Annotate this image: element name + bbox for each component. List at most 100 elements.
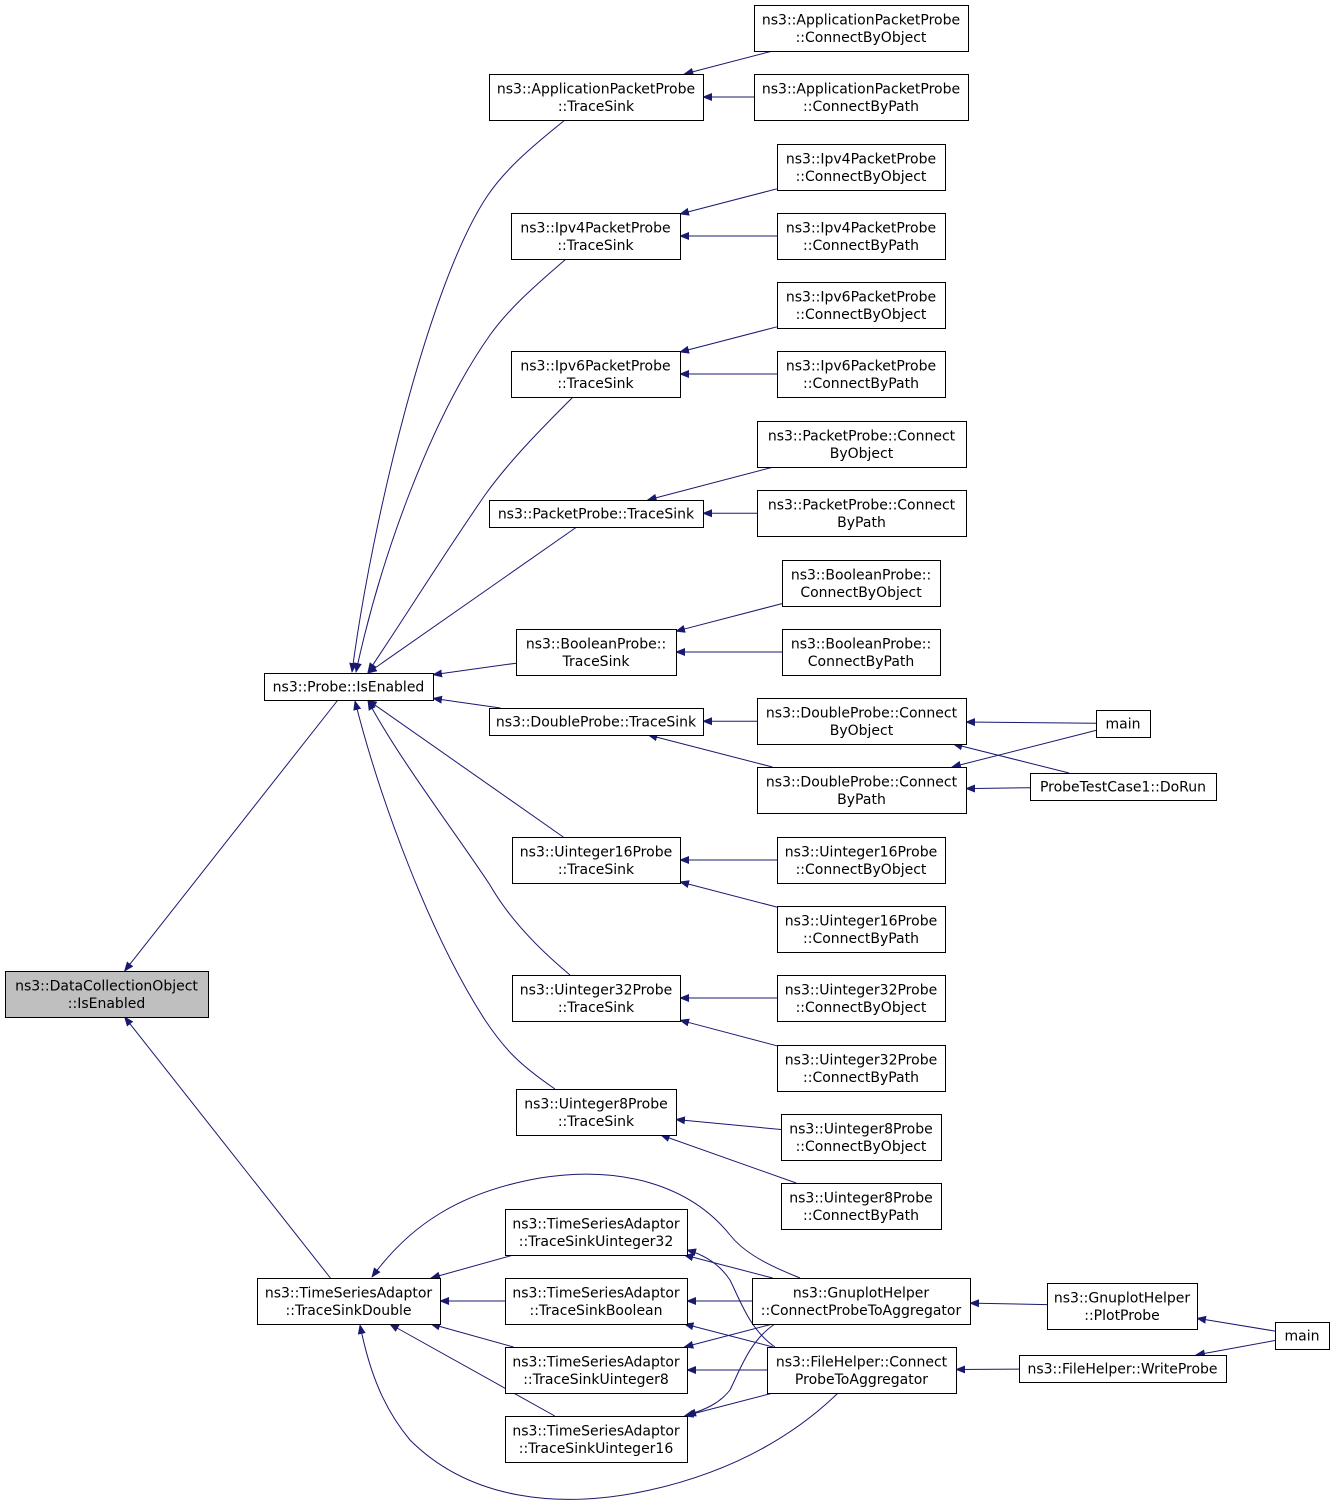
- node-box: [777, 351, 946, 398]
- edge-tsa_u16-to-tsa_tracesinkdouble: [388, 1323, 556, 1417]
- node-ipv4-tracesink[interactable]: ns3::Ipv4PacketProbe::TraceSink: [511, 213, 681, 260]
- edges-layer: [123, 50, 1276, 1500]
- node-u32-cbp[interactable]: ns3::Uinteger32Probe::ConnectByPath: [777, 1045, 946, 1092]
- edge-u8_cbo-to-u8_tracesink: [675, 1116, 782, 1130]
- node-file-writeprobe[interactable]: ns3::FileHelper::WriteProbe: [1019, 1355, 1227, 1383]
- node-box: [1019, 1355, 1227, 1383]
- node-double-cbo[interactable]: ns3::DoubleProbe::ConnectByObject: [757, 698, 967, 745]
- edge-ipv6_cbo-to-ipv6_tracesink: [679, 326, 778, 354]
- edge-u16_tracesink-to-probe_isenabled: [366, 699, 564, 838]
- node-tsa-u16[interactable]: ns3::TimeSeriesAdaptor::TraceSinkUintege…: [505, 1416, 688, 1463]
- node-label-line: ::PlotProbe: [1084, 1308, 1160, 1324]
- node-tsa-u8[interactable]: ns3::TimeSeriesAdaptor::TraceSinkUintege…: [505, 1347, 688, 1394]
- node-u16-cbo[interactable]: ns3::Uinteger16Probe::ConnectByObject: [777, 837, 946, 884]
- node-gnuplot-cpta[interactable]: ns3::GnuplotHelper::ConnectProbeToAggreg…: [752, 1278, 971, 1325]
- node-ipv4-cbo[interactable]: ns3::Ipv4PacketProbe::ConnectByObject: [777, 144, 946, 191]
- node-label-line: ::ConnectByObject: [796, 1000, 927, 1016]
- node-box: [777, 1045, 946, 1092]
- edge-gnuplot_cpta-to-tsa_u8: [683, 1323, 773, 1349]
- node-dco-isenabled[interactable]: ns3::DataCollectionObject::IsEnabled: [5, 971, 209, 1018]
- node-box: [489, 708, 704, 736]
- node-ipv4-cbp[interactable]: ns3::Ipv4PacketProbe::ConnectByPath: [777, 213, 946, 260]
- edge-u8_cbp-to-u8_tracesink: [659, 1134, 797, 1184]
- node-main1[interactable]: main: [1096, 710, 1151, 738]
- edge-bool_cbo-to-bool_tracesink: [675, 603, 783, 633]
- edge-tsa_tracesinkdouble-to-dco_isenabled: [123, 1016, 331, 1279]
- node-label-line: ns3::FileHelper::WriteProbe: [1027, 1362, 1217, 1378]
- node-label-line: ::ConnectByPath: [803, 99, 919, 115]
- node-packet-tracesink[interactable]: ns3::PacketProbe::TraceSink: [489, 500, 704, 528]
- node-label-line: ns3::ApplicationPacketProbe: [762, 12, 960, 28]
- node-box: [512, 837, 681, 884]
- edge-tsa_u8-to-tsa_tracesinkdouble: [430, 1322, 514, 1348]
- node-bool-cbo[interactable]: ns3::BooleanProbe::ConnectByObject: [782, 560, 941, 607]
- node-ipv6-cbp[interactable]: ns3::Ipv6PacketProbe::ConnectByPath: [777, 351, 946, 398]
- edge-u8_tracesink-to-probe_isenabled: [353, 700, 556, 1090]
- node-probe-isenabled[interactable]: ns3::Probe::IsEnabled: [264, 673, 434, 701]
- node-gnuplot-plotprobe[interactable]: ns3::GnuplotHelper::PlotProbe: [1047, 1283, 1198, 1330]
- edge-main2-to-file_writeprobe: [1194, 1340, 1276, 1358]
- node-box: [505, 1278, 688, 1325]
- node-u16-cbp[interactable]: ns3::Uinteger16Probe::ConnectByPath: [777, 906, 946, 953]
- edge-file_cpta-to-tsa_u16: [683, 1392, 774, 1418]
- node-label-line: ::ConnectByPath: [803, 238, 919, 254]
- node-label-line: ns3::Probe::IsEnabled: [273, 680, 425, 696]
- node-u32-tracesink[interactable]: ns3::Uinteger32Probe::TraceSink: [512, 975, 681, 1022]
- node-label-line: ByObject: [830, 446, 894, 462]
- node-bool-tracesink[interactable]: ns3::BooleanProbe::TraceSink: [516, 629, 677, 676]
- node-packet-cbo[interactable]: ns3::PacketProbe::ConnectByObject: [757, 421, 967, 468]
- node-label-line: ns3::DoubleProbe::TraceSink: [496, 715, 697, 731]
- node-label-line: ::TraceSink: [557, 238, 634, 254]
- node-label-line: ::TraceSinkDouble: [286, 1303, 412, 1319]
- node-u32-cbo[interactable]: ns3::Uinteger32Probe::ConnectByObject: [777, 975, 946, 1022]
- nodes-layer: ns3::DataCollectionObject::IsEnabledns3:…: [5, 5, 1330, 1463]
- node-app-cbp[interactable]: ns3::ApplicationPacketProbe::ConnectByPa…: [754, 74, 969, 121]
- node-u8-cbp[interactable]: ns3::Uinteger8Probe::ConnectByPath: [781, 1183, 942, 1230]
- node-tsa-tracesinkdouble[interactable]: ns3::TimeSeriesAdaptor::TraceSinkDouble: [257, 1278, 441, 1325]
- node-double-cbp[interactable]: ns3::DoubleProbe::ConnectByPath: [757, 767, 967, 814]
- node-label-line: ProbeToAggregator: [795, 1372, 928, 1388]
- node-box: [505, 1347, 688, 1394]
- node-main2[interactable]: main: [1275, 1322, 1330, 1350]
- edge-main1-to-double_cbo: [965, 718, 1097, 727]
- node-file-cpta[interactable]: ns3::FileHelper::ConnectProbeToAggregato…: [767, 1347, 957, 1394]
- edge-u16_cbp-to-u16_tracesink: [679, 880, 778, 908]
- node-label-line: main: [1106, 717, 1141, 733]
- node-app-cbo[interactable]: ns3::ApplicationPacketProbe::ConnectByOb…: [754, 5, 969, 52]
- node-label-line: ::ConnectByObject: [796, 307, 927, 323]
- node-packet-cbp[interactable]: ns3::PacketProbe::ConnectByPath: [757, 490, 967, 537]
- node-label-line: ::ConnectProbeToAggregator: [761, 1303, 962, 1319]
- node-label-line: ::ConnectByObject: [796, 169, 927, 185]
- node-bool-cbp[interactable]: ns3::BooleanProbe::ConnectByPath: [782, 629, 941, 676]
- node-label-line: ns3::TimeSeriesAdaptor: [512, 1216, 680, 1232]
- node-label-line: ::ConnectByObject: [796, 1139, 927, 1155]
- node-tsa-bool[interactable]: ns3::TimeSeriesAdaptor::TraceSinkBoolean: [505, 1278, 688, 1325]
- node-box: [257, 1278, 441, 1325]
- node-box: [1096, 710, 1151, 738]
- node-tsa-u32[interactable]: ns3::TimeSeriesAdaptor::TraceSinkUintege…: [505, 1209, 688, 1256]
- node-label-line: ns3::PacketProbe::TraceSink: [498, 507, 695, 523]
- node-probetest-dorun[interactable]: ProbeTestCase1::DoRun: [1030, 773, 1217, 801]
- node-label-line: ::ConnectByObject: [796, 862, 927, 878]
- node-box: [489, 500, 704, 528]
- node-label-line: ByPath: [837, 515, 886, 531]
- edge-ipv6_tracesink-to-probe_isenabled: [367, 396, 574, 673]
- node-box: [516, 629, 677, 676]
- node-u8-cbo[interactable]: ns3::Uinteger8Probe::ConnectByObject: [781, 1114, 942, 1161]
- node-ipv6-tracesink[interactable]: ns3::Ipv6PacketProbe::TraceSink: [511, 351, 681, 398]
- node-box: [777, 213, 946, 260]
- node-label-line: ns3::Ipv6PacketProbe: [786, 289, 936, 305]
- node-box: [516, 1089, 677, 1136]
- edge-u32_tracesink-to-probe_isenabled: [367, 700, 571, 976]
- node-label-line: ns3::Ipv4PacketProbe: [786, 220, 936, 236]
- node-label-line: ::ConnectByObject: [796, 30, 927, 46]
- edge-app_cbo-to-app_tracesink: [683, 50, 773, 76]
- node-app-tracesink[interactable]: ns3::ApplicationPacketProbe::TraceSink: [489, 74, 704, 121]
- node-u8-tracesink[interactable]: ns3::Uinteger8Probe::TraceSink: [516, 1089, 677, 1136]
- node-label-line: ByPath: [837, 792, 886, 808]
- node-double-tracesink[interactable]: ns3::DoubleProbe::TraceSink: [489, 708, 704, 736]
- node-u16-tracesink[interactable]: ns3::Uinteger16Probe::TraceSink: [512, 837, 681, 884]
- node-box: [1030, 773, 1217, 801]
- node-ipv6-cbo[interactable]: ns3::Ipv6PacketProbe::ConnectByObject: [777, 282, 946, 329]
